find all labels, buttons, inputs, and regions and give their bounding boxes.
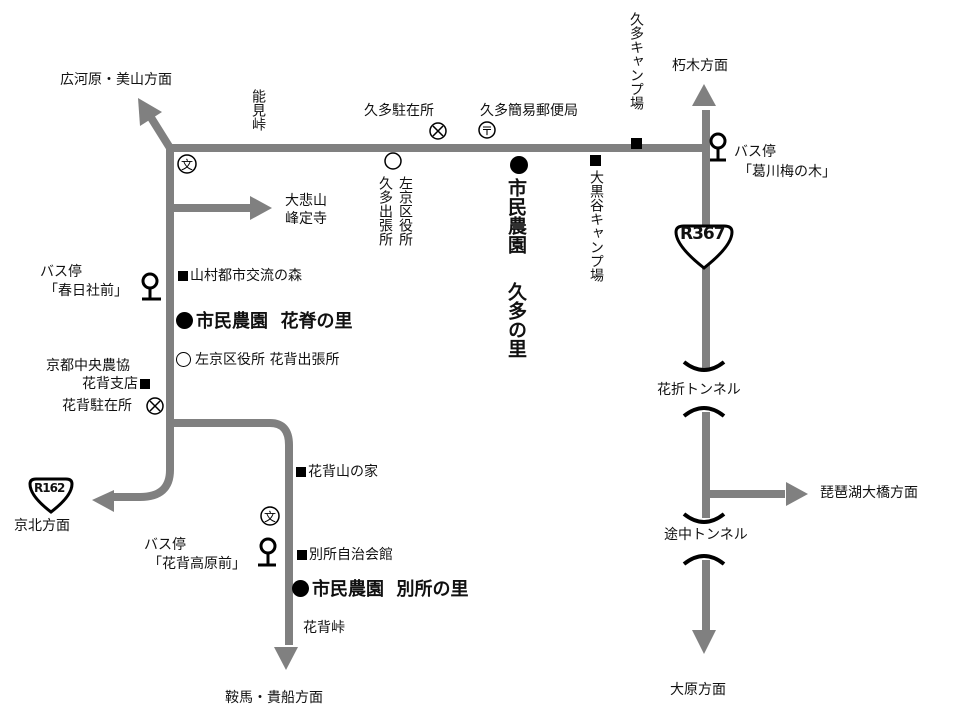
tunnel-hanaore-north-portal (682, 406, 726, 418)
hanase-yamanoie-label: 花背山の家 (294, 464, 378, 481)
kuta-branch-label-line1: 左京区役所 (397, 176, 413, 246)
farm-hanase-text: 市民農園 花脊の里 (196, 311, 353, 332)
facility-marker-icon (178, 271, 188, 281)
direction-hirogawara-miyama: 広河原・美山方面 (60, 72, 172, 88)
farm-kuta-line1: 市民農園 (505, 178, 527, 254)
route-shield-r162 (28, 477, 74, 514)
svg-text:文: 文 (264, 509, 276, 524)
arrow-kurama (274, 647, 298, 670)
direction-ohara: 大原方面 (670, 682, 726, 698)
bus-stop-kogen-name: 「花背高原前」 (148, 556, 246, 572)
farm-bessho-text: 市民農園 別所の里 (312, 579, 469, 600)
ja-line2: 花背支店 (82, 376, 152, 393)
direction-kurama-kibune: 鞍馬・貴船方面 (225, 690, 323, 706)
police-box-icon (429, 122, 447, 140)
route-r367-label: R367 (680, 224, 726, 244)
bus-stop-icon (141, 272, 161, 301)
road-nw (146, 113, 174, 151)
hanase-police-label: 花背駐在所 (62, 398, 132, 414)
bus-stop-icon (258, 537, 277, 567)
arrow-daihizan (250, 196, 272, 220)
svg-text:文: 文 (181, 157, 193, 172)
arrow-ohara (692, 630, 716, 654)
farm-bessho: 市民農園 別所の里 (292, 580, 469, 600)
facility-marker-icon (296, 467, 306, 477)
daihizan-line1: 大悲山 (285, 193, 327, 209)
kuta-post-label: 久多簡易郵便局 (480, 103, 578, 119)
kuta-police-label: 久多駐在所 (364, 103, 434, 119)
pass-nomi: 能見峠 (250, 89, 266, 131)
svg-text:〒: 〒 (481, 124, 493, 138)
bessho-hall-label: 別所自治会館 (295, 547, 393, 564)
tunnel-tochu: 途中トンネル (664, 527, 748, 543)
bessho-hall-text: 別所自治会館 (309, 547, 393, 563)
facility-marker-icon (140, 379, 150, 389)
hanase-yamanoie-text: 花背山の家 (308, 464, 378, 480)
direction-biwako-ohashi: 琵琶湖大橋方面 (820, 485, 918, 501)
daihizan-line2: 峰定寺 (285, 211, 327, 227)
tunnel-hanaore-south-portal (682, 360, 726, 372)
facility-marker-icon (297, 550, 307, 560)
farm-marker-icon (176, 312, 193, 329)
hanase-branch-office-label: 左京区役所 花背出張所 (176, 352, 339, 369)
route-r162-label: R162 (34, 481, 65, 495)
road-left (110, 148, 174, 501)
bus-stop-kasuga-name: 「春日社前」 (44, 283, 128, 299)
direction-keihoku: 京北方面 (14, 518, 70, 534)
arrow-biwako (786, 482, 808, 506)
pass-hanase: 花背峠 (303, 620, 345, 636)
bus-stop-icon (709, 132, 727, 162)
kuta-camp-label: 久多キャンプ場 (628, 12, 644, 110)
tunnel-hanaore: 花折トンネル (657, 382, 741, 398)
farm-marker-icon (292, 580, 309, 597)
direction-kutsuki: 朽木方面 (672, 58, 728, 74)
road-bessho (170, 419, 293, 645)
bus-stop-kasuga-label: バス停 (40, 264, 82, 280)
facility-marker-icon (590, 155, 601, 166)
sanson-forest-label: 山村都市交流の森 (176, 268, 302, 285)
school-icon: 文 (177, 154, 197, 174)
route-shield-r367 (674, 224, 734, 270)
arrow-nw (138, 98, 162, 126)
arrow-keihoku (92, 490, 114, 512)
sanson-forest-text: 山村都市交流の森 (190, 268, 302, 284)
hanase-branch-office-text: 左京区役所 花背出張所 (195, 352, 340, 368)
bus-stop-kogen-label: バス停 (144, 537, 186, 553)
school-icon: 文 (260, 506, 280, 526)
tunnel-tochu-north-portal (682, 512, 726, 524)
tunnel-tochu-south-portal (682, 554, 726, 566)
government-office-icon (176, 352, 191, 367)
farm-hanase: 市民農園 花脊の里 (176, 312, 353, 332)
arrow-kutsuki (692, 84, 716, 106)
facility-marker-icon (631, 138, 642, 149)
daikokudani-camp-label: 大黒谷キャンプ場 (588, 170, 604, 282)
bus-stop-kuzukawa-label: バス停 (734, 144, 776, 160)
ja-line2-text: 花背支店 (82, 376, 138, 392)
bus-stop-kuzukawa-name: 「葛川梅の木」 (738, 164, 836, 180)
post-office-icon: 〒 (478, 121, 496, 139)
farm-marker-icon (510, 156, 528, 174)
government-office-icon (384, 152, 402, 170)
police-box-icon (146, 397, 164, 415)
ja-line1: 京都中央農協 (46, 358, 130, 374)
farm-kuta-line2: 久多の里 (505, 282, 527, 358)
kuta-branch-label-line2: 久多出張所 (377, 176, 393, 246)
